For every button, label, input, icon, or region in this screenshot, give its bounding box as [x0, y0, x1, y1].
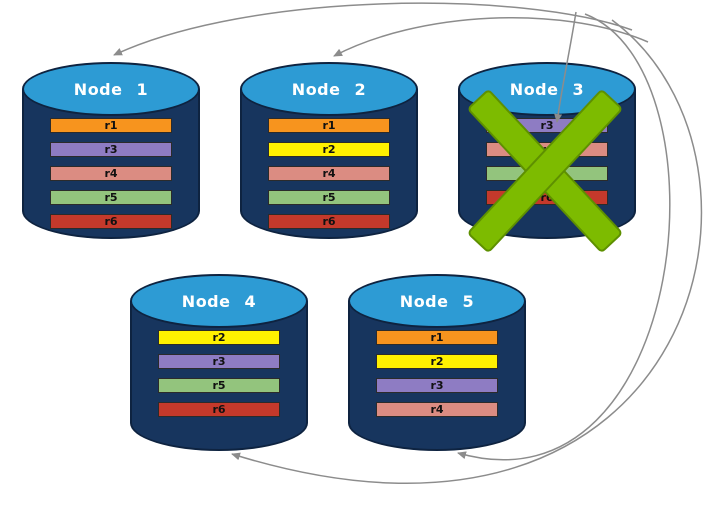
replica-label: r3	[540, 119, 554, 132]
cylinder-top: Node 1	[22, 62, 200, 116]
replica-list: r1 r3 r4 r5 r6	[22, 116, 200, 229]
replica-bar: r6	[268, 214, 390, 229]
replica-label: r5	[322, 191, 336, 204]
replica-bar: r4	[376, 402, 498, 417]
replica-label: r3	[104, 143, 118, 156]
replica-list: r1 r2 r4 r5 r6	[240, 116, 418, 229]
replica-bar: r1	[376, 330, 498, 345]
replica-bar: r5	[268, 190, 390, 205]
replica-bar: r3	[158, 354, 280, 369]
replica-bar: r3	[486, 118, 608, 133]
replica-label: r2	[322, 143, 336, 156]
node-title: Node 1	[73, 79, 149, 99]
db-node-2: Node 2 r1 r2 r4 r5 r6	[240, 62, 418, 240]
replica-list: r2 r3 r5 r6	[130, 328, 308, 417]
replica-label: r5	[212, 379, 226, 392]
node-title: Node 4	[181, 291, 257, 311]
node-title: Node 3	[509, 79, 585, 99]
replica-bar: r4	[268, 166, 390, 181]
replica-bar: r6	[158, 402, 280, 417]
replica-bar: r2	[376, 354, 498, 369]
db-node-3: Node 3 r3 r4 r5 r6	[458, 62, 636, 240]
replica-bar: r5	[158, 378, 280, 393]
replica-bar: r1	[50, 118, 172, 133]
replica-label: r4	[322, 167, 336, 180]
replica-label: r6	[104, 215, 118, 228]
db-node-1: Node 1 r1 r3 r4 r5 r6	[22, 62, 200, 240]
replica-bar: r5	[50, 190, 172, 205]
replica-label: r4	[430, 403, 444, 416]
replica-label: r2	[430, 355, 444, 368]
arrow-to-node1	[113, 2, 633, 56]
replica-bar: r6	[486, 190, 608, 205]
replica-label: r2	[212, 331, 226, 344]
replica-label: r5	[104, 191, 118, 204]
db-node-5: Node 5 r1 r2 r3 r4	[348, 274, 526, 452]
replica-label: r3	[430, 379, 444, 392]
cylinder-top: Node 5	[348, 274, 526, 328]
replica-bar: r4	[50, 166, 172, 181]
replica-bar: r3	[50, 142, 172, 157]
node-title: Node 2	[291, 79, 367, 99]
replica-label: r3	[212, 355, 226, 368]
replica-bar: r3	[376, 378, 498, 393]
arrow-to-node2	[333, 16, 649, 57]
replica-label: r5	[540, 167, 554, 180]
replica-bar: r5	[486, 166, 608, 181]
cylinder-top: Node 2	[240, 62, 418, 116]
node-title: Node 5	[399, 291, 475, 311]
replica-label: r4	[540, 143, 554, 156]
replica-label: r6	[212, 403, 226, 416]
replica-bar: r2	[158, 330, 280, 345]
replica-label: r1	[322, 119, 336, 132]
replica-label: r1	[430, 331, 444, 344]
db-node-4: Node 4 r2 r3 r5 r6	[130, 274, 308, 452]
cylinder-top: Node 3	[458, 62, 636, 116]
replica-list: r1 r2 r3 r4	[348, 328, 526, 417]
replica-bar: r6	[50, 214, 172, 229]
replica-bar: r4	[486, 142, 608, 157]
replica-label: r4	[104, 167, 118, 180]
cylinder-top: Node 4	[130, 274, 308, 328]
replica-label: r6	[322, 215, 336, 228]
replica-label: r6	[540, 191, 554, 204]
replica-list: r3 r4 r5 r6	[458, 116, 636, 205]
replica-bar: r2	[268, 142, 390, 157]
replica-bar: r1	[268, 118, 390, 133]
replica-label: r1	[104, 119, 118, 132]
